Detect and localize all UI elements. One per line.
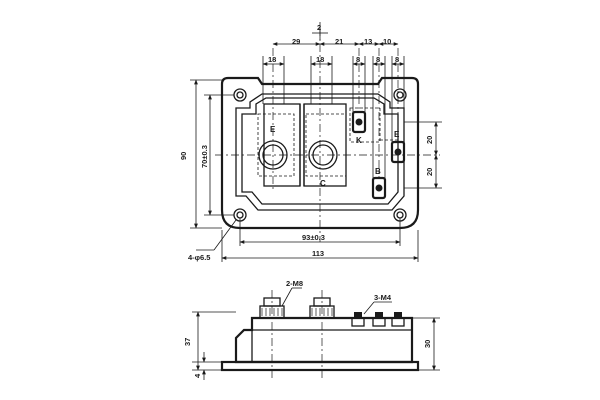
label-terminal-e-aux: E (394, 130, 400, 139)
dim-holes: 4-φ6.5 (188, 253, 210, 262)
dim-13: 13 (364, 37, 372, 46)
dim-37: 37 (183, 338, 192, 346)
terminal-b (371, 176, 387, 200)
top-view: E C K E B (215, 28, 440, 242)
dim-10: 10 (383, 37, 391, 46)
dim-8c: 8 (395, 55, 399, 64)
side-base-plate (220, 360, 420, 372)
dim-8b: 8 (376, 55, 380, 64)
dim-20a: 20 (425, 136, 434, 144)
bottom-dimensions: 93±0.3 113 4-φ6.5 (188, 218, 419, 262)
dim-70: 70±0.3 (200, 145, 209, 168)
dim-93: 93±0.3 (302, 233, 325, 242)
dim-20b: 20 (425, 168, 434, 176)
dim-113: 113 (312, 249, 324, 258)
label-3-m4: 3-M4 (374, 293, 392, 302)
mounting-hole-tr (393, 88, 407, 102)
housing-inner-wall (241, 97, 399, 205)
mounting-hole-tl (233, 88, 247, 102)
dim-8a: 8 (356, 55, 360, 64)
dim-18a: 18 (268, 55, 276, 64)
side-screw-m4-2 (372, 312, 386, 327)
terminal-k (351, 110, 367, 134)
dim-30: 30 (423, 340, 432, 348)
side-housing (234, 316, 414, 364)
base-plate-outline (220, 76, 420, 230)
side-screw-m4-3 (391, 312, 405, 327)
dim-4: 4 (193, 373, 202, 378)
right-dimensions: 20 20 (404, 121, 442, 189)
left-dimensions: 90 70±0.3 (179, 79, 234, 229)
side-view: 2-M8 3-M4 37 4 30 (183, 279, 440, 380)
dim-29: 29 (292, 37, 300, 46)
label-terminal-k: K (356, 136, 362, 145)
dim-90: 90 (179, 152, 188, 160)
dim-18b: 18 (316, 55, 324, 64)
housing-outline (235, 93, 405, 211)
label-terminal-c: C (320, 179, 326, 188)
label-terminal-b: B (375, 167, 381, 176)
dim-21: 21 (335, 37, 343, 46)
top-dimensions: 2 29 21 13 10 18 18 8 8 8 (262, 22, 405, 178)
label-2-m8: 2-M8 (286, 279, 303, 288)
terminal-e-aux (390, 140, 406, 164)
side-screw-m4-1 (351, 312, 365, 327)
dim-2: 2 (317, 23, 321, 32)
